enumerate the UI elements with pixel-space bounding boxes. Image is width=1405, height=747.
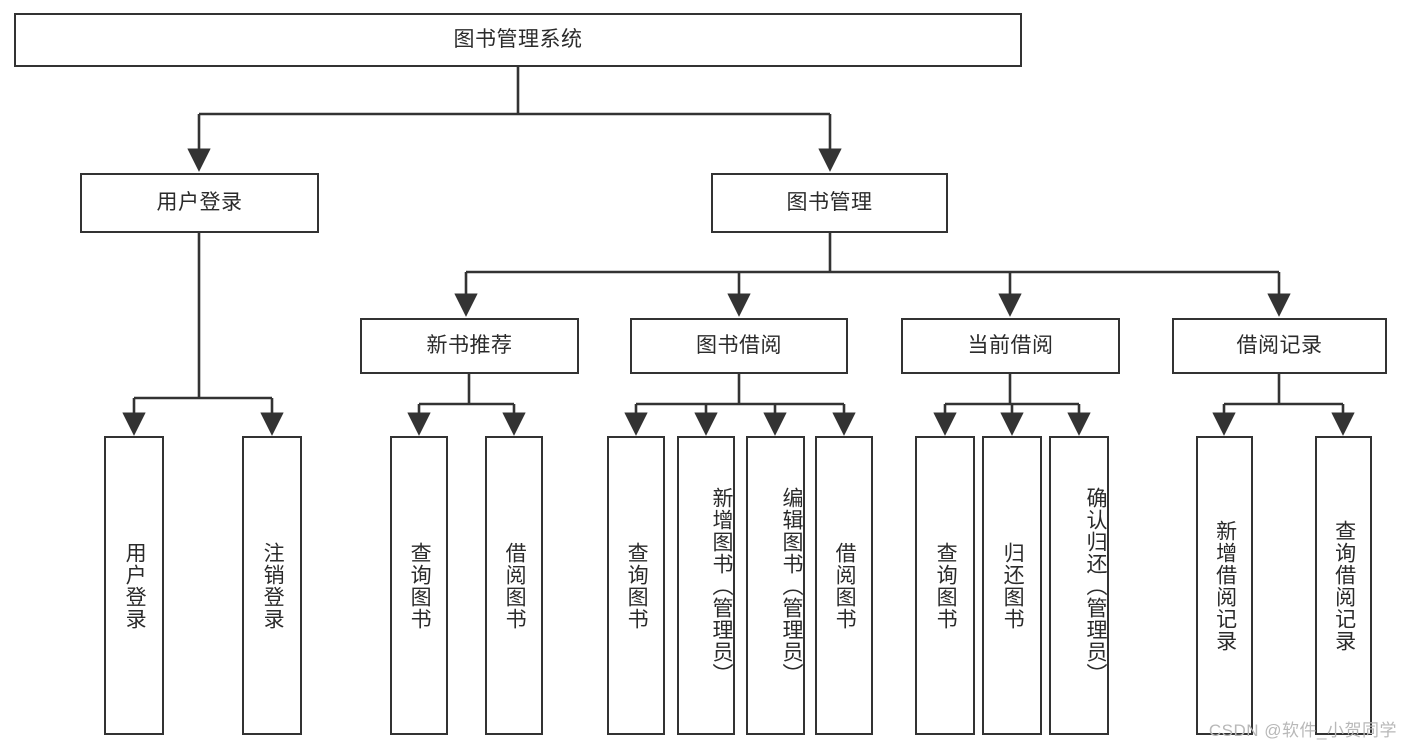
node-label: 确认归还（管理员） (1084, 486, 1107, 685)
node-label: 查询图书 (625, 541, 649, 630)
node-label: 图书管理系统 (453, 27, 583, 51)
node-label: 图书管理 (786, 190, 873, 214)
node-leaf-query-book-recommendation[interactable]: 查询图书 (390, 436, 448, 735)
node-label: 归还图书 (1001, 541, 1025, 630)
node-leaf-confirm-return-admin[interactable]: 确认归还（管理员） (1049, 436, 1109, 735)
node-leaf-add-book-admin[interactable]: 新增图书（管理员） (677, 436, 735, 735)
node-label: 图书借阅 (696, 333, 782, 357)
node-current-borrowing[interactable]: 当前借阅 (901, 318, 1120, 374)
node-leaf-edit-book-admin[interactable]: 编辑图书（管理员） (746, 436, 805, 735)
node-leaf-borrow-book-recommendation[interactable]: 借阅图书 (485, 436, 543, 735)
node-borrowing-record[interactable]: 借阅记录 (1172, 318, 1387, 374)
node-label: 查询图书 (934, 541, 958, 630)
node-label: 查询图书 (408, 541, 432, 630)
node-leaf-query-borrowing-record[interactable]: 查询借阅记录 (1315, 436, 1372, 735)
node-leaf-logout[interactable]: 注销登录 (242, 436, 302, 735)
node-label: 注销登录 (261, 541, 285, 630)
node-book-borrowing[interactable]: 图书借阅 (630, 318, 848, 374)
node-new-book-recommendation[interactable]: 新书推荐 (360, 318, 579, 374)
node-leaf-add-borrowing-record[interactable]: 新增借阅记录 (1196, 436, 1253, 735)
node-label: 用户登录 (123, 541, 147, 630)
csdn-watermark: CSDN @软件_小贺同学 (1208, 721, 1397, 740)
node-leaf-return-book[interactable]: 归还图书 (982, 436, 1042, 735)
node-leaf-user-login[interactable]: 用户登录 (104, 436, 164, 735)
node-label: 查询借阅记录 (1332, 519, 1356, 652)
node-root-book-management-system[interactable]: 图书管理系统 (14, 13, 1022, 67)
node-book-management[interactable]: 图书管理 (711, 173, 948, 233)
node-label: 新书推荐 (426, 333, 513, 357)
node-label: 借阅记录 (1236, 333, 1323, 357)
node-label: 借阅图书 (503, 541, 527, 630)
node-label: 新增借阅记录 (1213, 519, 1237, 652)
node-leaf-borrow-book[interactable]: 借阅图书 (815, 436, 873, 735)
node-label: 借阅图书 (833, 541, 857, 630)
node-leaf-query-book-current[interactable]: 查询图书 (915, 436, 975, 735)
node-user-login[interactable]: 用户登录 (80, 173, 319, 233)
node-label: 编辑图书（管理员） (780, 486, 803, 685)
node-label: 新增图书（管理员） (710, 486, 733, 685)
node-leaf-query-book-borrowing[interactable]: 查询图书 (607, 436, 665, 735)
node-label: 用户登录 (156, 190, 243, 214)
node-label: 当前借阅 (967, 333, 1054, 357)
